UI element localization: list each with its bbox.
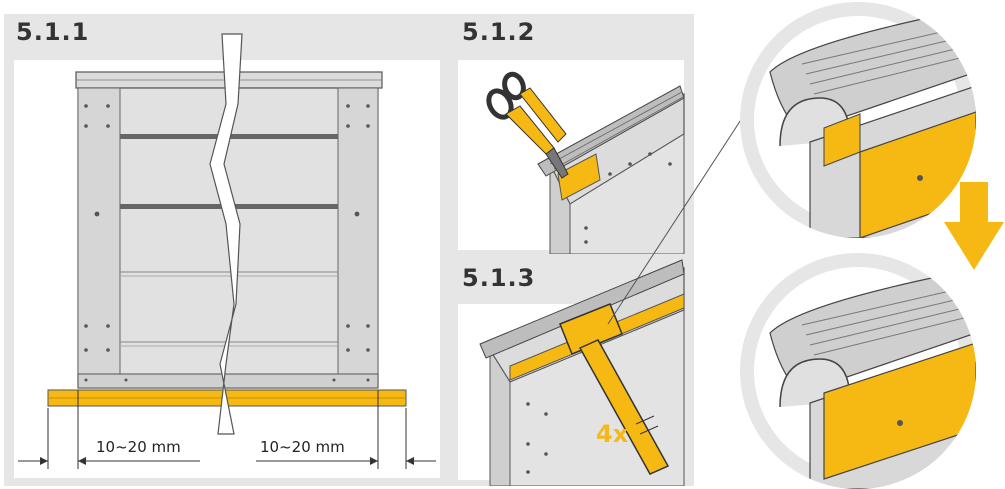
cutting-illustration: [458, 60, 685, 254]
hammering-illustration: [458, 259, 685, 486]
panel-step-5-1-3: 5.1.3 4x: [450, 254, 694, 486]
door-assembly-illustration: [14, 33, 440, 478]
scissors-icon: [486, 71, 569, 179]
panel-step-5-1-2: 5.1.2: [450, 14, 694, 254]
repeat-count: 4x: [596, 420, 629, 448]
profile-detail-after: [754, 267, 976, 489]
dimension-right-label: 10~20 mm: [260, 438, 345, 456]
step-label-5-1-1: 5.1.1: [4, 14, 102, 50]
detail-circle-before: [740, 2, 976, 238]
profile-detail-before: [754, 7, 976, 238]
detail-circle-after: [740, 253, 976, 489]
panel-step-5-1-1: 5.1.1: [4, 14, 450, 486]
step-label-5-1-2: 5.1.2: [450, 14, 548, 50]
dimension-left-label: 10~20 mm: [96, 438, 181, 456]
arrow-down-icon: [944, 182, 1004, 270]
step-label-5-1-3: 5.1.3: [450, 260, 548, 296]
mallet-icon: [559, 303, 670, 475]
